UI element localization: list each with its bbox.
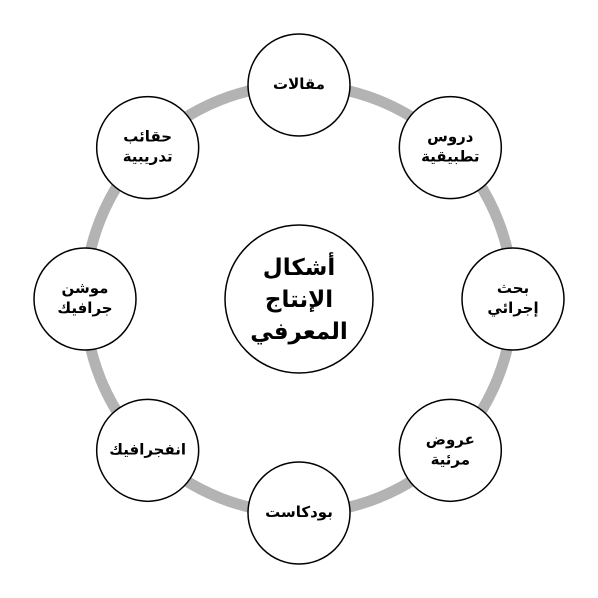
node-circle-podcast [247, 461, 351, 565]
node-circle-articles [247, 33, 351, 137]
center-node: أشكال الإنتاج المعرفي [224, 224, 374, 374]
node-articles: مقالات [247, 33, 351, 137]
node-circle-action-research [461, 247, 565, 351]
center-circle [224, 224, 374, 374]
node-label-podcast-line-1: بودكاست [265, 504, 333, 521]
node-label-applied-lessons-line-2: تطبيقية [421, 149, 480, 166]
node-label-action-research-line-1: بحث [497, 280, 529, 297]
node-label-visual-presentations-line-1: عروض [426, 431, 475, 448]
center-label-line-3: المعرفي [250, 318, 348, 345]
node-infographic: انفجرافيك [95, 398, 200, 503]
node-motion-graphic: موشن جرافيك [33, 247, 137, 351]
node-label-applied-lessons-line-1: دروس [427, 129, 474, 146]
node-label-motion-graphic-line-1: موشن [62, 280, 109, 297]
node-label-articles-line-1: مقالات [273, 76, 325, 93]
node-applied-lessons: دروس تطبيقية [398, 95, 503, 200]
center-label-line-2: الإنتاج [265, 286, 333, 313]
node-circle-visual-presentations [398, 398, 503, 503]
node-label-infographic-line-1: انفجرافيك [109, 441, 186, 458]
node-label-training-kits-line-1: حقائب [123, 129, 172, 146]
node-circle-training-kits [95, 95, 200, 200]
node-podcast: بودكاست [247, 461, 351, 565]
node-visual-presentations: عروض مرئية [398, 398, 503, 503]
node-circles-layer: مقالات دروس تطبيقية بحث إجرائي عروض مرئية بودكا… [33, 33, 565, 565]
node-label-training-kits-line-2: تدريبية [123, 149, 173, 166]
node-label-motion-graphic-line-2: جرافيك [57, 300, 112, 317]
node-circle-applied-lessons [398, 95, 503, 200]
node-label-action-research-line-2: إجرائي [487, 300, 538, 317]
center-label-line-1: أشكال [263, 251, 335, 280]
node-action-research: بحث إجرائي [461, 247, 565, 351]
node-label-visual-presentations-line-2: مرئية [431, 451, 470, 468]
node-training-kits: حقائب تدريبية [95, 95, 200, 200]
node-circle-motion-graphic [33, 247, 137, 351]
node-circle-infographic [95, 398, 200, 503]
